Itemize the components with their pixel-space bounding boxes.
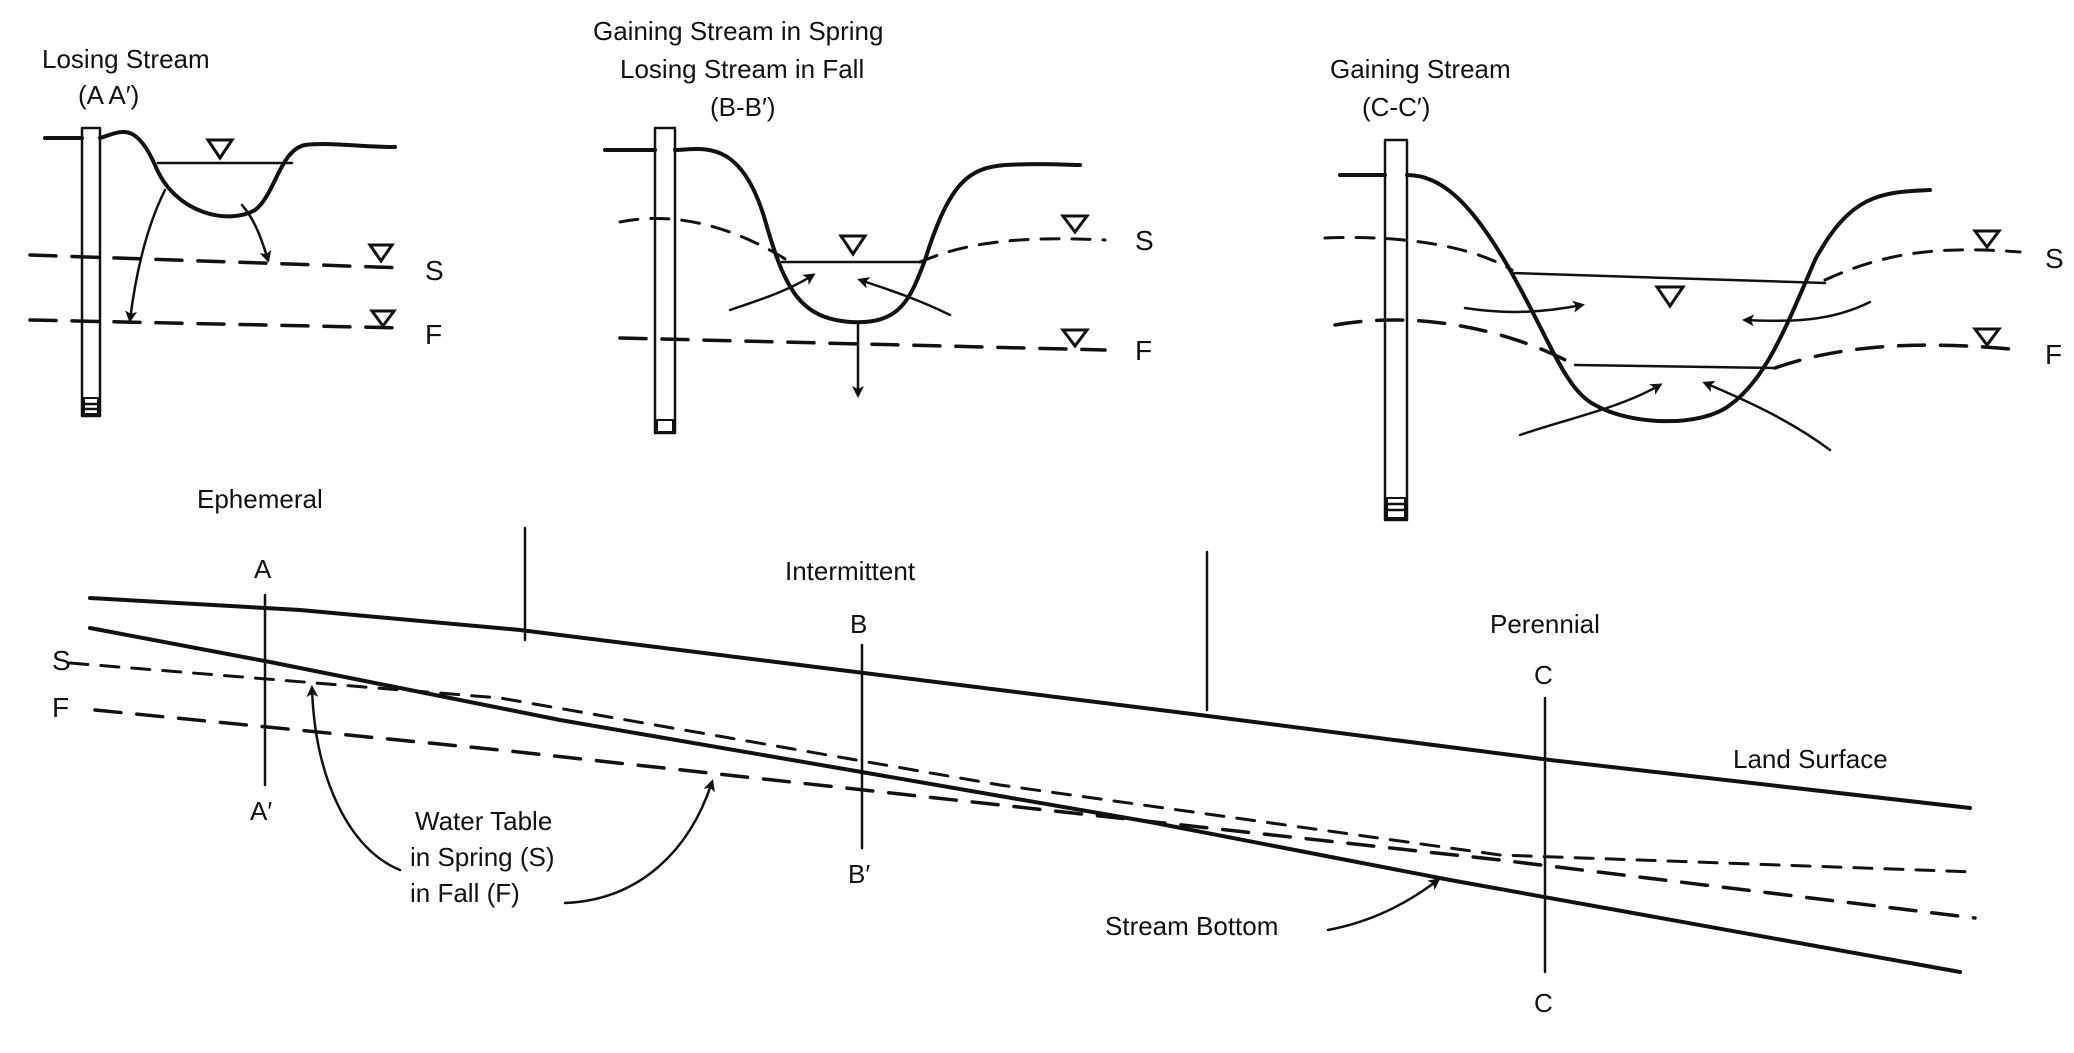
gaining-flow-arrow-lower-right (1702, 380, 1832, 452)
losing-channel (43, 129, 397, 219)
section-a-prime-label: A′ (250, 796, 272, 826)
seasonal-flow-arrow-left (728, 273, 816, 312)
losing-stream-panel: Losing Stream (A A′) S F (28, 44, 444, 418)
losing-fall-level-icon (369, 309, 397, 329)
seasonal-stream-panel: Gaining Stream in Spring Losing Stream i… (593, 16, 1154, 435)
gaining-spring-marker: S (2045, 243, 2064, 274)
gaining-fall-water-table (1333, 318, 2022, 370)
losing-flow-arrow-left (125, 188, 167, 323)
stream-bottom-arrow (1326, 878, 1441, 932)
gaining-flow-arrow-upper-right (1742, 300, 1872, 327)
section-a-label: A (254, 554, 272, 584)
profile-fall-marker: F (52, 692, 69, 723)
losing-fall-marker: F (425, 319, 442, 350)
profile-spring-marker: S (52, 645, 71, 676)
gaining-stream-level-icon (1654, 285, 1686, 309)
water-table-arrow-spring (306, 685, 402, 872)
gaining-spring-stream-surface (1510, 271, 1827, 285)
losing-fall-water-table (28, 318, 407, 330)
land-surface-line (88, 596, 1972, 810)
stream-profile: Ephemeral Intermittent Perennial S F A A… (52, 484, 1977, 1018)
losing-stream-level-icon (205, 138, 235, 161)
gaining-fall-marker: F (2045, 339, 2062, 370)
section-b-prime-label: B′ (848, 859, 870, 889)
seasonal-spring-marker: S (1135, 225, 1154, 256)
observation-well-a (80, 126, 102, 418)
losing-spring-marker: S (425, 255, 444, 286)
observation-well-b (653, 126, 677, 435)
section-c-top-label: C (1534, 660, 1553, 690)
water-table-label-line3: in Fall (F) (410, 878, 520, 908)
seasonal-spring-level-icon (1060, 214, 1090, 235)
seasonal-channel (603, 147, 1082, 325)
gaining-stream-title: Gaining Stream (1330, 54, 1511, 84)
seasonal-title-line2: Losing Stream in Fall (620, 54, 864, 84)
seasonal-flow-arrow-right (857, 277, 952, 317)
seasonal-title-line1: Gaining Stream in Spring (593, 16, 883, 46)
water-table-arrow-fall (563, 779, 715, 905)
seasonal-spring-water-table (618, 216, 1107, 264)
gaining-flow-arrow-lower-left (1518, 383, 1663, 437)
zone-intermittent-label: Intermittent (785, 556, 916, 586)
seasonal-fall-water-table (618, 336, 1107, 352)
stream-bottom-label: Stream Bottom (1105, 911, 1278, 941)
seasonal-stream-level-icon (838, 234, 868, 257)
losing-spring-level-icon (367, 243, 395, 264)
water-table-label-line1: Water Table (415, 806, 552, 836)
losing-spring-water-table (28, 253, 407, 270)
losing-stream-section: (A A′) (78, 80, 139, 110)
fall-water-table-line (93, 708, 1977, 920)
gaining-spring-level-icon (1972, 229, 2002, 250)
gaining-stream-section: (C-C′) (1362, 92, 1430, 122)
observation-well-c (1383, 138, 1409, 522)
section-b-label: B (850, 609, 867, 639)
gaining-stream-panel: Gaining Stream (C-C′) S F (1323, 54, 2064, 522)
gaining-fall-stream-surface (1573, 363, 1777, 370)
seasonal-fall-marker: F (1135, 335, 1152, 366)
gaining-channel (1338, 173, 1932, 424)
zone-perennial-label: Perennial (1490, 609, 1600, 639)
spring-water-table-line (68, 661, 1977, 874)
gaining-flow-arrow-upper-left (1463, 300, 1585, 314)
stream-bottom-line (88, 626, 1962, 974)
losing-stream-title: Losing Stream (42, 44, 210, 74)
zone-ephemeral-label: Ephemeral (197, 484, 323, 514)
land-surface-label: Land Surface (1733, 744, 1888, 774)
losing-flow-arrow-right (240, 203, 272, 263)
section-c-bottom-label: C (1534, 988, 1553, 1018)
gaining-spring-water-table (1323, 236, 2022, 282)
seasonal-section: (B-B′) (710, 92, 776, 122)
gaining-fall-level-icon (1972, 327, 2002, 348)
seasonal-fall-level-icon (1060, 328, 1090, 349)
water-table-label-line2: in Spring (S) (410, 842, 555, 872)
